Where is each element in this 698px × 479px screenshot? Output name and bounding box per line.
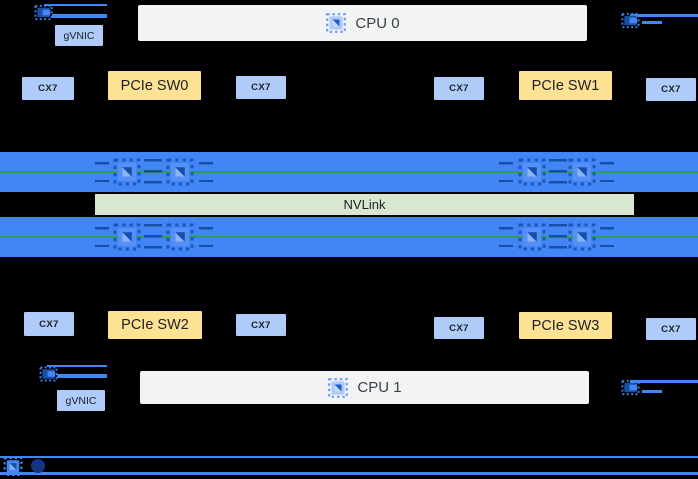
- pcie-sw0-label: PCIe SW0: [120, 77, 189, 94]
- network-link-line: [642, 21, 662, 24]
- cx7-label: CX7: [38, 83, 58, 94]
- nvlink-bar: NVLink: [95, 194, 634, 215]
- network-link-line: [47, 365, 107, 367]
- trace-dash: [199, 227, 213, 247]
- offload-chip-icon: [2, 456, 24, 477]
- cpu0-label: CPU 0: [355, 14, 400, 32]
- gpu-bar-top: [0, 152, 698, 192]
- gpu-chip-icon: [165, 219, 195, 255]
- nvlink-trace-line: [0, 171, 698, 173]
- cx7-label: CX7: [251, 82, 271, 93]
- cx7-label: CX7: [449, 83, 469, 94]
- offload-card-border: [0, 456, 698, 458]
- pcie-sw1-label: PCIe SW1: [531, 77, 600, 94]
- network-link-line: [642, 390, 662, 393]
- network-link-line: [52, 14, 107, 18]
- nic-chip-icon: [621, 12, 640, 29]
- pcie-switch-box: PCIe SW0: [108, 71, 201, 100]
- cx7-nic-box: CX7: [646, 78, 696, 101]
- cx7-nic-box: CX7: [236, 314, 286, 336]
- network-link-line: [44, 4, 107, 6]
- gvnic-box-top: gVNIC: [55, 25, 103, 46]
- pcie-sw3-label: PCIe SW3: [531, 317, 600, 334]
- cx7-label: CX7: [449, 322, 469, 334]
- cpu1-label: CPU 1: [357, 379, 402, 396]
- trace-dash: [499, 227, 513, 247]
- cx7-label: CX7: [661, 84, 681, 95]
- nvlink-label: NVLink: [343, 197, 386, 212]
- trace-dash: [549, 159, 567, 184]
- trace-dash: [95, 162, 109, 182]
- pcie-sw2-label: PCIe SW2: [121, 317, 189, 333]
- cx7-nic-box: CX7: [434, 77, 484, 100]
- offload-dot-icon: [31, 459, 45, 473]
- gvnic-top-label: gVNIC: [63, 29, 95, 42]
- gpu-chip-icon: [112, 219, 142, 255]
- cx7-label: CX7: [39, 318, 59, 330]
- cx7-nic-box: CX7: [646, 318, 696, 340]
- cpu0-box: CPU 0: [138, 5, 587, 41]
- cpu1-box: CPU 1: [140, 371, 589, 404]
- nvlink-trace-line: [0, 236, 698, 238]
- trace-dash: [600, 227, 614, 247]
- gvnic-bottom-label: gVNIC: [65, 394, 97, 407]
- cpu-chip-icon: [325, 12, 347, 34]
- trace-dash: [199, 162, 213, 182]
- cx7-label: CX7: [661, 323, 681, 335]
- pcie-switch-box: PCIe SW3: [519, 312, 612, 339]
- cx7-nic-box: CX7: [24, 312, 74, 336]
- gpu-chip-icon: [567, 154, 597, 190]
- network-link-line: [630, 380, 698, 383]
- gpu-chip-icon: [165, 154, 195, 190]
- gpu-chip-icon: [567, 219, 597, 255]
- cx7-nic-box: CX7: [236, 76, 286, 99]
- trace-dash: [600, 162, 614, 182]
- gpu-chip-icon: [517, 154, 547, 190]
- trace-dash: [144, 224, 162, 249]
- nic-chip-icon: [34, 4, 53, 21]
- cx7-nic-box: CX7: [434, 317, 484, 339]
- pcie-switch-box: PCIe SW1: [519, 71, 612, 100]
- gvnic-box-bottom: gVNIC: [57, 390, 105, 411]
- trace-dash: [499, 162, 513, 182]
- offload-card-border: [0, 472, 698, 475]
- pcie-switch-box: PCIe SW2: [108, 311, 202, 339]
- trace-dash: [95, 227, 109, 247]
- cpu-chip-icon: [327, 377, 349, 399]
- gpu-chip-icon: [112, 154, 142, 190]
- network-link-line: [57, 374, 107, 378]
- trace-dash: [144, 159, 162, 184]
- nic-chip-icon: [39, 366, 58, 382]
- cx7-nic-box: CX7: [22, 77, 74, 100]
- cx7-label: CX7: [251, 319, 271, 331]
- trace-dash: [549, 224, 567, 249]
- gpu-chip-icon: [517, 219, 547, 255]
- gpu-bar-bottom: [0, 217, 698, 257]
- network-link-line: [630, 14, 698, 17]
